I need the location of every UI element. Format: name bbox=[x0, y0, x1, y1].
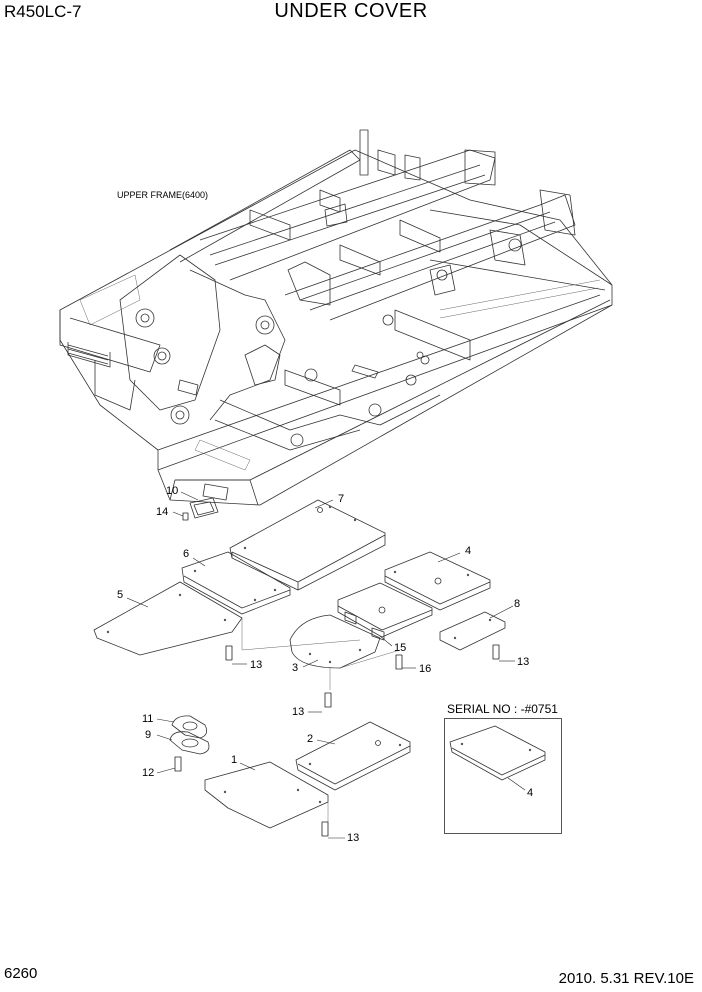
callout-16: 16 bbox=[419, 663, 432, 675]
upper-frame-drawing bbox=[59, 129, 613, 506]
callout-13: 13 bbox=[347, 832, 360, 844]
page-title: UNDER COVER bbox=[274, 0, 428, 22]
page-number: 6260 bbox=[4, 965, 38, 982]
callout-13: 13 bbox=[517, 656, 530, 668]
callout-1: 1 bbox=[231, 754, 238, 766]
callout-10: 10 bbox=[166, 485, 179, 497]
callout-13: 13 bbox=[250, 659, 263, 671]
callout-9: 9 bbox=[145, 729, 152, 741]
callout-3: 3 bbox=[292, 662, 299, 674]
callout-7: 7 bbox=[338, 493, 345, 505]
callout-8: 8 bbox=[514, 598, 521, 610]
under-cover-parts bbox=[93, 497, 546, 829]
callout-5: 5 bbox=[117, 589, 124, 601]
callout-4: 4 bbox=[465, 545, 472, 557]
callout-12: 12 bbox=[142, 767, 155, 779]
serial-variant-box bbox=[444, 718, 562, 834]
callout-14: 14 bbox=[156, 506, 169, 518]
serial-number-note: SERIAL NO : -#0751 bbox=[447, 702, 558, 716]
upper-frame-label: UPPER FRAME(6400) bbox=[117, 190, 209, 200]
revision-date: 2010. 5.31 REV.10E bbox=[558, 970, 694, 987]
callout-2: 2 bbox=[307, 733, 314, 745]
callout-15: 15 bbox=[394, 642, 407, 654]
bolts bbox=[174, 512, 500, 837]
callout-13: 13 bbox=[292, 706, 305, 718]
callout-4: 4 bbox=[527, 787, 534, 799]
callout-11: 11 bbox=[142, 713, 154, 725]
model-number: R450LC-7 bbox=[4, 2, 82, 21]
leader-lines bbox=[126, 491, 526, 839]
callout-6: 6 bbox=[183, 548, 190, 560]
